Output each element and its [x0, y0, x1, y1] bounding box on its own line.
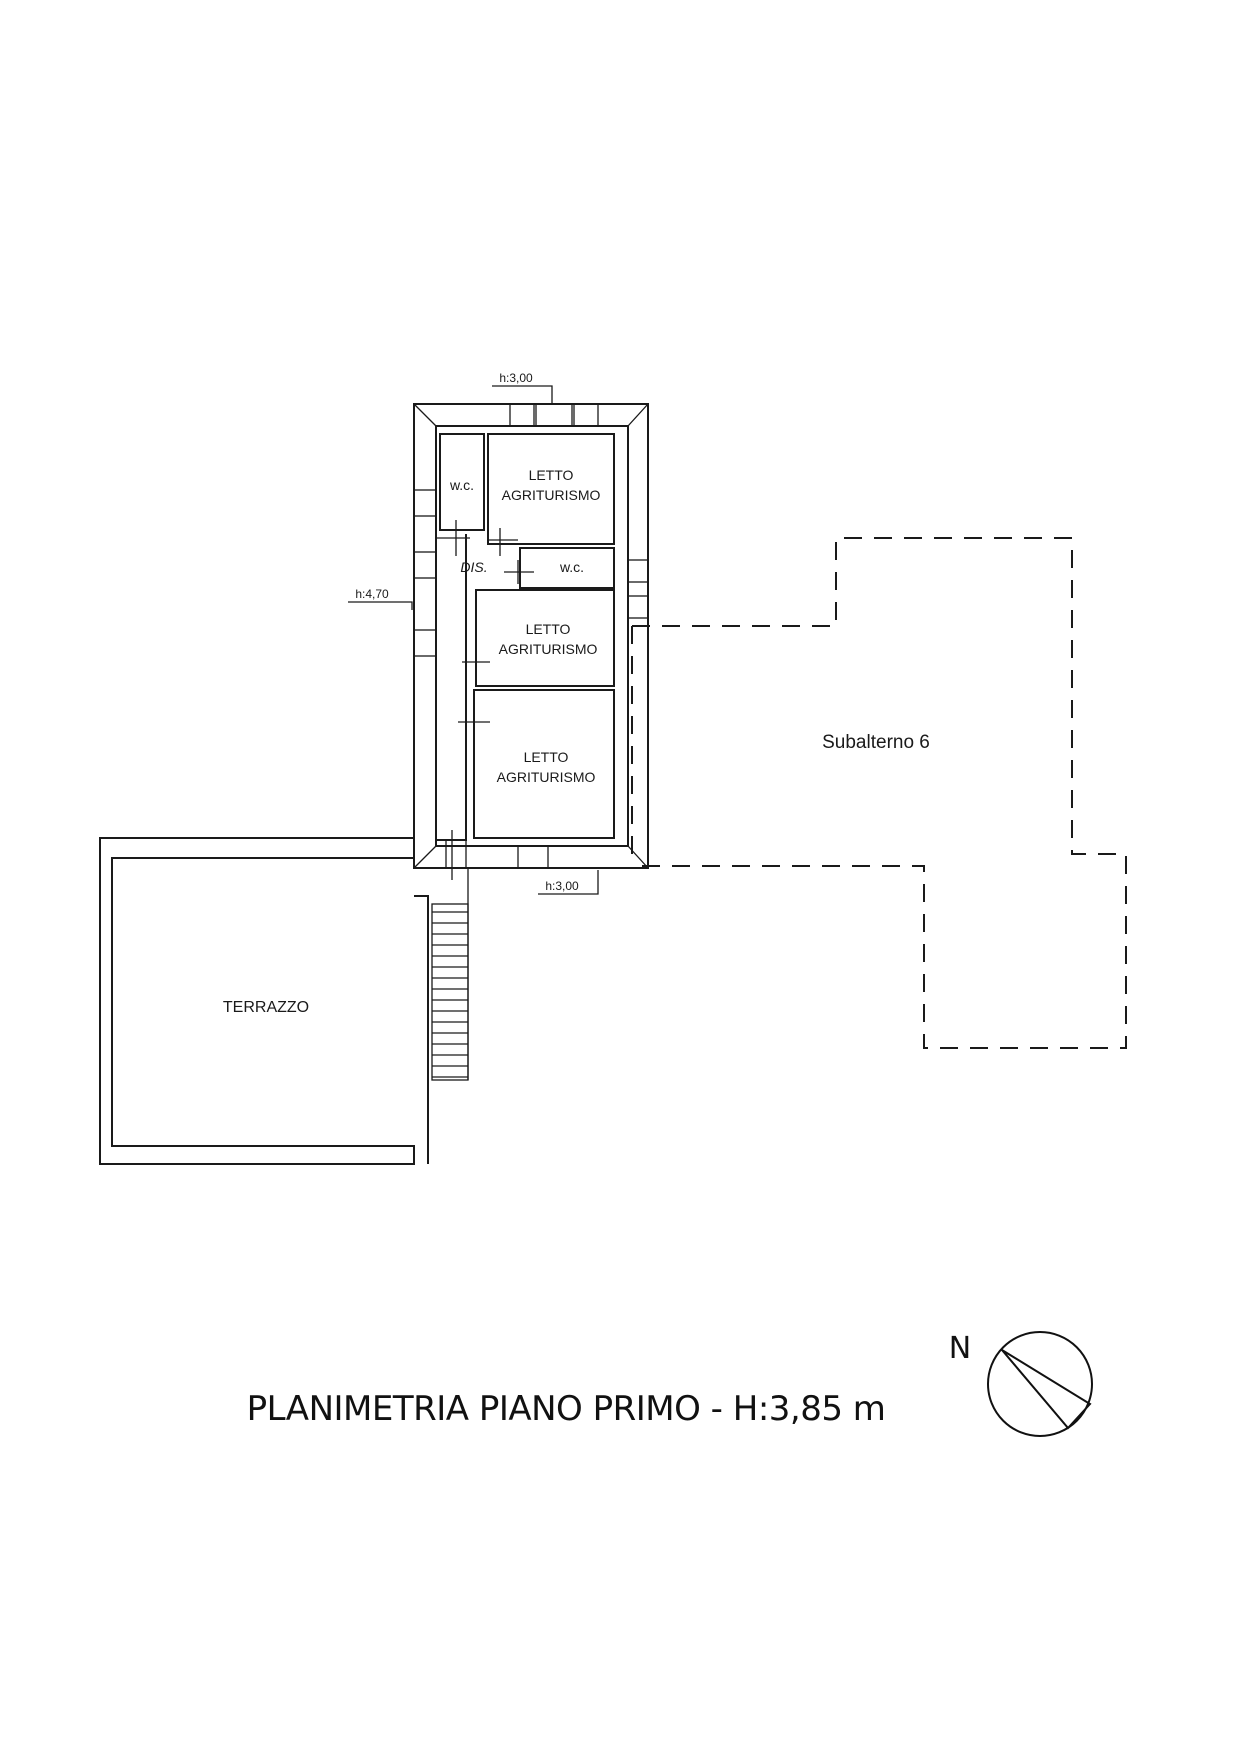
- label-wc-mid: w.c.: [559, 559, 584, 575]
- height-top: h:3,00: [499, 371, 533, 385]
- terrazzo: [99, 837, 429, 1165]
- door-marks: [436, 520, 534, 880]
- label-letto-bot-line1: LETTO: [524, 749, 569, 765]
- label-terrazzo: TERRAZZO: [223, 999, 309, 1016]
- label-letto-bot-line2: AGRITURISMO: [497, 769, 596, 785]
- north-arrow-icon: [987, 1331, 1093, 1437]
- label-subalterno-6: Subalterno 6: [822, 732, 930, 753]
- dimension-leaders: [348, 385, 599, 895]
- label-wc-top: w.c.: [449, 477, 474, 493]
- room-wc-mid: [519, 547, 615, 589]
- label-letto-mid-line2: AGRITURISMO: [499, 641, 598, 657]
- room-wc-top: [439, 433, 485, 531]
- room-letto-top: [487, 433, 615, 545]
- stairs: [431, 868, 469, 1081]
- north-label: N: [949, 1331, 971, 1366]
- height-bottom: h:3,00: [545, 879, 579, 893]
- label-letto-top-line1: LETTO: [529, 467, 574, 483]
- windows: [413, 403, 649, 869]
- label-letto-mid-line1: LETTO: [526, 621, 571, 637]
- subalterno-6-outline: [631, 537, 1127, 1049]
- height-left: h:4,70: [355, 587, 389, 601]
- label-dis: DIS.: [460, 559, 487, 575]
- room-letto-bot: [473, 689, 615, 839]
- plan-title: PLANIMETRIA PIANO PRIMO - H:3,85 m: [247, 1389, 886, 1429]
- room-letto-mid: [475, 589, 615, 687]
- label-letto-top-line2: AGRITURISMO: [502, 487, 601, 503]
